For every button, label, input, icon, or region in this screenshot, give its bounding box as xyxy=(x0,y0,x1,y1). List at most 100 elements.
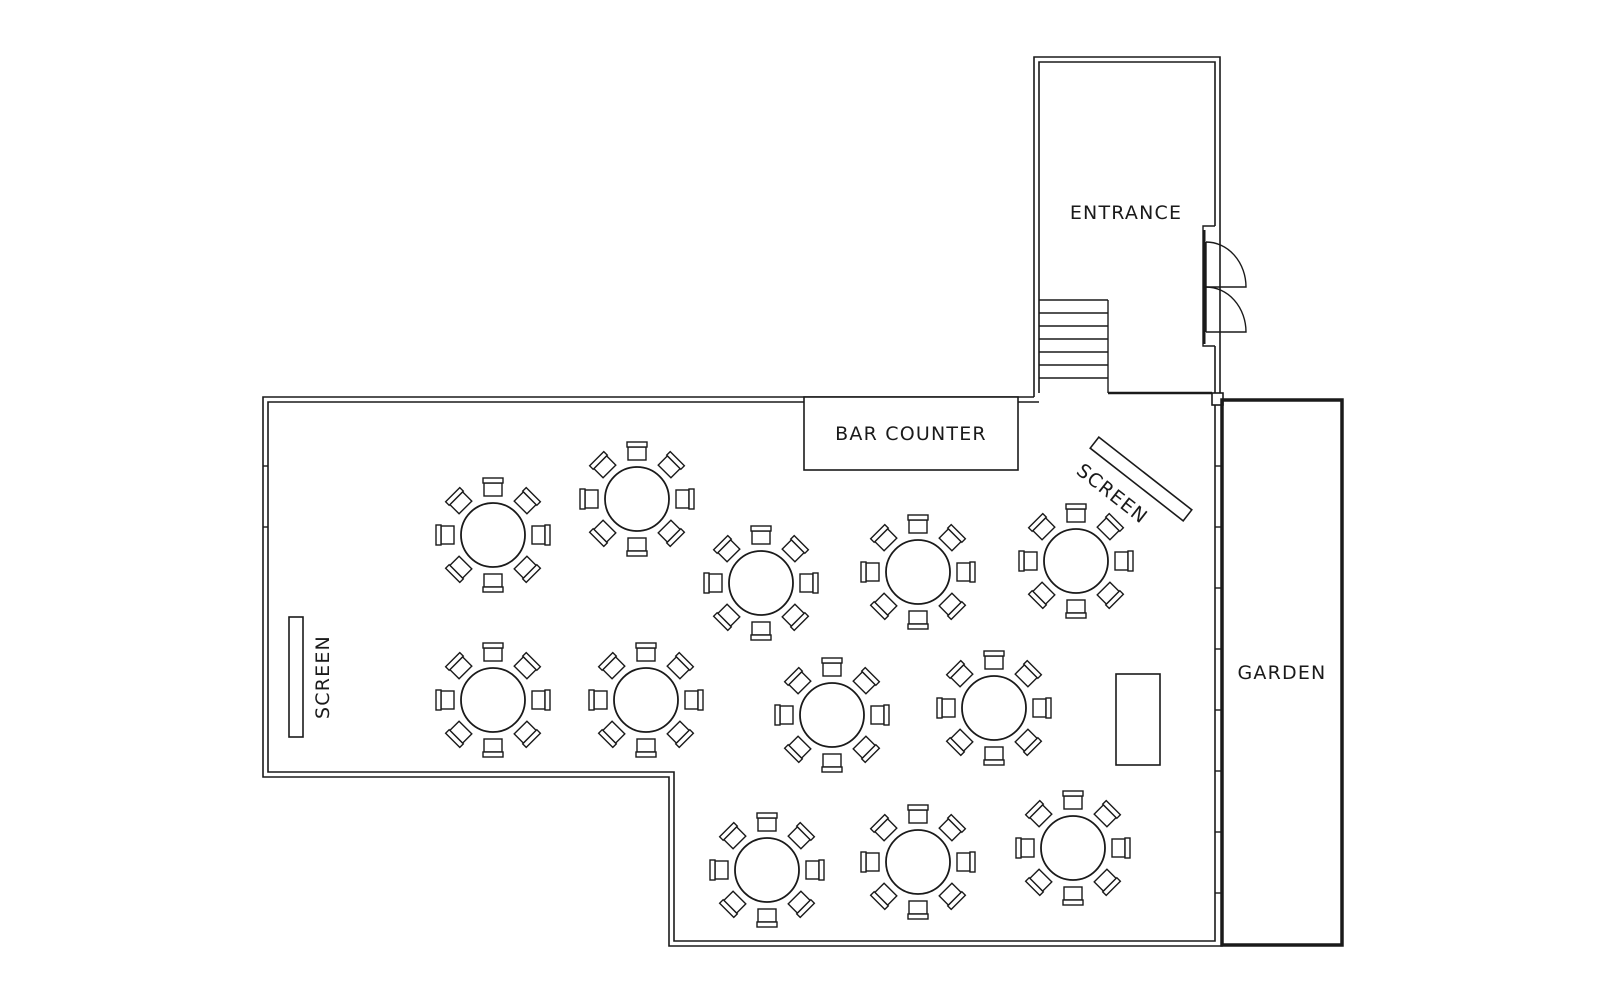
chair xyxy=(684,689,704,711)
chair xyxy=(869,523,898,552)
chair xyxy=(1062,790,1084,810)
chair xyxy=(938,523,967,552)
round-table xyxy=(885,539,951,605)
chair xyxy=(799,572,819,594)
chair xyxy=(626,441,648,461)
chair xyxy=(531,524,551,546)
chair xyxy=(821,753,843,773)
chair xyxy=(444,651,473,680)
chair xyxy=(1027,581,1056,610)
chair xyxy=(444,486,473,515)
chair xyxy=(1014,659,1043,688)
chair xyxy=(444,555,473,584)
chair xyxy=(1014,728,1043,757)
chair xyxy=(513,555,542,584)
chair xyxy=(597,720,626,749)
chair xyxy=(513,720,542,749)
round-table-group xyxy=(860,514,976,630)
round-table-group xyxy=(1018,503,1134,619)
chair xyxy=(597,651,626,680)
chair xyxy=(1032,697,1052,719)
round-table xyxy=(885,829,951,895)
entrance-doors[interactable] xyxy=(1202,225,1247,347)
chair xyxy=(657,519,686,548)
chair xyxy=(945,659,974,688)
chair xyxy=(635,642,657,662)
chair xyxy=(907,514,929,534)
chair xyxy=(709,859,729,881)
chair xyxy=(482,573,504,593)
chair xyxy=(938,592,967,621)
chair xyxy=(482,738,504,758)
round-table xyxy=(799,682,865,748)
round-table xyxy=(613,667,679,733)
chair xyxy=(907,610,929,630)
chair xyxy=(756,812,778,832)
entrance-label: ENTRANCE xyxy=(1070,202,1182,224)
chair xyxy=(869,813,898,842)
chair xyxy=(774,704,794,726)
chair xyxy=(482,642,504,662)
chair xyxy=(783,735,812,764)
round-table xyxy=(734,837,800,903)
door-leaf-top xyxy=(1205,241,1247,288)
chair xyxy=(712,603,741,632)
bar-counter-label: BAR COUNTER xyxy=(835,423,987,445)
chair xyxy=(1018,550,1038,572)
round-table-group xyxy=(774,657,890,773)
chair xyxy=(1024,868,1053,897)
door-leaf-bottom xyxy=(1205,286,1247,333)
chair xyxy=(1111,837,1131,859)
chair xyxy=(869,592,898,621)
round-table-group xyxy=(588,642,704,758)
bar-counter xyxy=(803,396,1019,471)
garden-label: GARDEN xyxy=(1238,662,1327,684)
round-table xyxy=(460,502,526,568)
chair xyxy=(956,851,976,873)
chair xyxy=(907,804,929,824)
chair xyxy=(805,859,825,881)
chair xyxy=(983,746,1005,766)
chair xyxy=(852,666,881,695)
chair xyxy=(945,728,974,757)
round-table xyxy=(1040,815,1106,881)
chair xyxy=(1024,799,1053,828)
chair xyxy=(626,537,648,557)
chair xyxy=(666,720,695,749)
stairs xyxy=(1039,299,1109,393)
chair xyxy=(956,561,976,583)
chair xyxy=(870,704,890,726)
chair xyxy=(907,900,929,920)
chair xyxy=(435,524,455,546)
chair xyxy=(588,519,617,548)
round-tables xyxy=(435,441,1134,928)
chair xyxy=(1015,837,1035,859)
chair xyxy=(787,821,816,850)
chair xyxy=(579,488,599,510)
chair xyxy=(936,697,956,719)
chair xyxy=(860,851,880,873)
chair xyxy=(718,890,747,919)
chair xyxy=(1096,581,1125,610)
round-table-group xyxy=(709,812,825,928)
screen-left xyxy=(288,616,304,738)
round-table-group xyxy=(936,650,1052,766)
chair xyxy=(1114,550,1134,572)
round-table xyxy=(604,466,670,532)
chair xyxy=(938,882,967,911)
round-table-group xyxy=(579,441,695,557)
chair xyxy=(657,450,686,479)
chair xyxy=(444,720,473,749)
chair xyxy=(756,908,778,928)
chair xyxy=(588,450,617,479)
chair xyxy=(666,651,695,680)
chair xyxy=(675,488,695,510)
chair xyxy=(860,561,880,583)
chair xyxy=(938,813,967,842)
chair xyxy=(869,882,898,911)
chair xyxy=(787,890,816,919)
chair xyxy=(1096,512,1125,541)
chair xyxy=(783,666,812,695)
chair xyxy=(821,657,843,677)
